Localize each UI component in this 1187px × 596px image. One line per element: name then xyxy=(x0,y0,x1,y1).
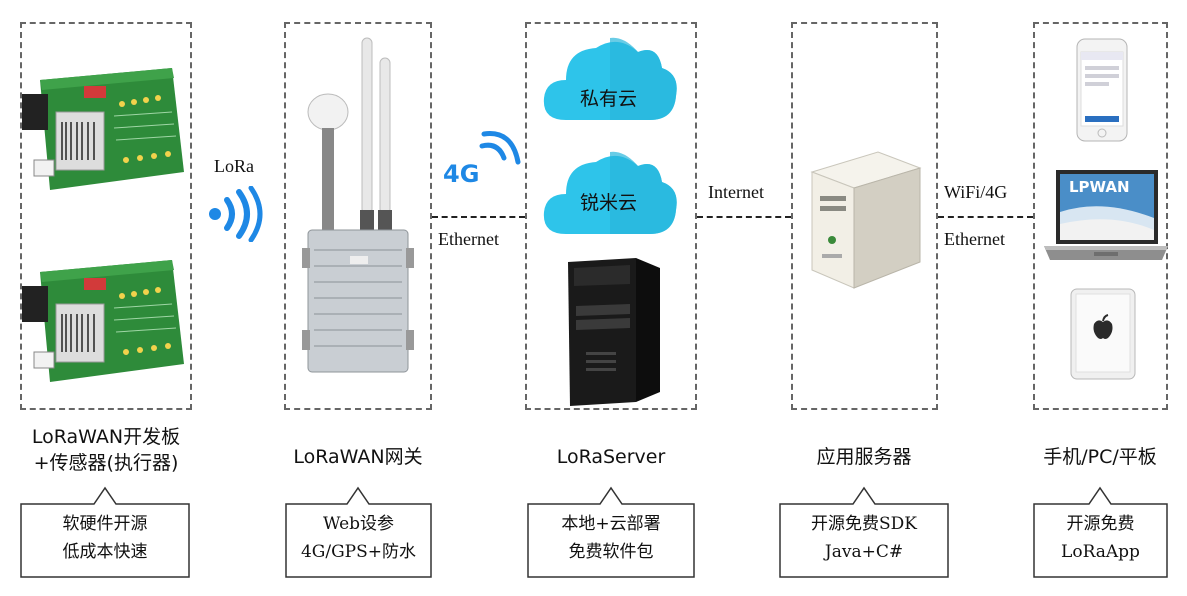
gateway-box xyxy=(284,22,432,410)
devboard-image-bottom xyxy=(22,260,184,382)
loraserver-box xyxy=(525,22,697,410)
lora-label: LoRa xyxy=(214,156,254,176)
col-title-appserver-line1: 应用服务器 xyxy=(816,446,912,468)
col-title-loraserver-line1: LoRaServer xyxy=(556,446,666,468)
callout-appserver: 开源免费SDK Java+C# xyxy=(779,486,949,578)
wifi-4g-label: WiFi/4G xyxy=(944,182,1008,202)
devboard-box xyxy=(20,22,192,410)
col-title-devboard-line1: LoRaWAN开发板 xyxy=(31,426,181,448)
loraserver-tower-icon xyxy=(568,258,660,406)
col-title-clients: 手机/PC/平板 xyxy=(1000,444,1187,470)
cellular-signal-icon xyxy=(479,131,521,165)
server-appserver-link xyxy=(697,216,791,218)
clients-box xyxy=(1033,22,1168,410)
private-cloud-icon xyxy=(543,37,677,120)
callout-loraserver-line1: 本地+云部署 xyxy=(561,514,661,534)
callout-gateway: Web设参 4G/GPS+防水 xyxy=(285,486,432,578)
cellular-label: 4G xyxy=(443,160,480,188)
col-title-gateway: LoRaWAN网关 xyxy=(258,444,458,470)
callout-clients-line1: 开源免费 xyxy=(1066,514,1135,534)
callout-clients: 开源免费 LoRaApp xyxy=(1033,486,1168,578)
callout-clients-line2: LoRaApp xyxy=(1061,542,1140,562)
laptop-icon xyxy=(1044,170,1168,260)
ruimi-cloud-label: 锐米云 xyxy=(580,192,638,214)
appserver-icon xyxy=(810,151,922,289)
col-title-clients-line1: 手机/PC/平板 xyxy=(1043,446,1157,468)
col-title-appserver: 应用服务器 xyxy=(764,444,964,470)
callout-appserver-line2: Java+C# xyxy=(824,542,904,562)
callout-gateway-line1: Web设参 xyxy=(322,514,395,534)
col-title-loraserver: LoRaServer xyxy=(510,444,712,470)
callout-loraserver-line2: 免费软件包 xyxy=(568,542,654,562)
gateway-server-link xyxy=(432,216,525,218)
laptop-brand-text: LPWAN xyxy=(1069,178,1130,196)
tablet-icon xyxy=(1070,288,1136,380)
gateway-image xyxy=(302,37,414,373)
callout-appserver-line1: 开源免费SDK xyxy=(811,514,917,534)
internet-label: Internet xyxy=(708,182,764,202)
ethernet-left-label: Ethernet xyxy=(438,229,499,249)
devboard-image-top xyxy=(22,68,184,190)
col-title-gateway-line1: LoRaWAN网关 xyxy=(293,446,423,468)
col-title-devboard: LoRaWAN开发板 +传感器(执行器) xyxy=(0,424,212,476)
appserver-box xyxy=(791,22,938,410)
callout-loraserver: 本地+云部署 免费软件包 xyxy=(527,486,695,578)
callout-devboard-line2: 低成本快速 xyxy=(62,542,148,562)
callout-devboard: 软硬件开源 低成本快速 xyxy=(20,486,190,578)
ethernet-right-label: Ethernet xyxy=(944,229,1005,249)
private-cloud-label: 私有云 xyxy=(580,88,638,110)
ruimi-cloud-icon xyxy=(543,151,677,234)
phone-icon xyxy=(1076,38,1128,142)
callout-gateway-line2: 4G/GPS+防水 xyxy=(300,542,417,562)
col-title-devboard-line2: +传感器(执行器) xyxy=(33,452,179,474)
appserver-clients-link xyxy=(938,216,1033,218)
callout-devboard-line1: 软硬件开源 xyxy=(62,514,148,534)
lora-signal-icon xyxy=(209,186,263,242)
